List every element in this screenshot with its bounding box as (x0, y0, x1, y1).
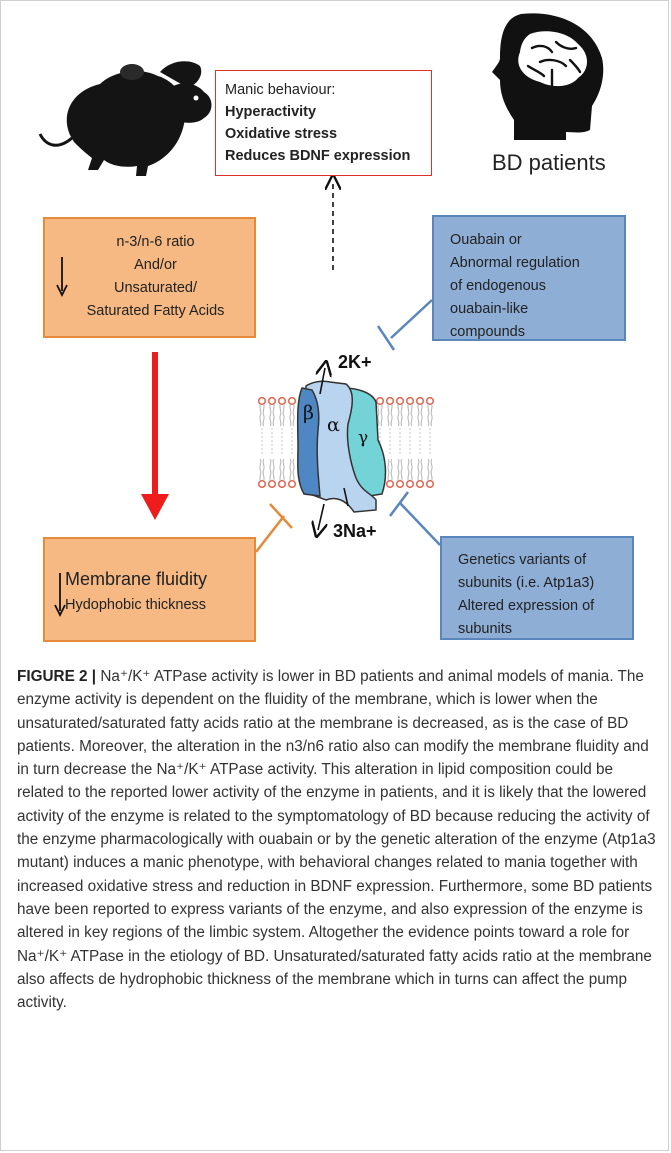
ouabain-line: of endogenous (450, 278, 546, 294)
manic-item: Hyperactivity (225, 104, 317, 120)
bd-patients-label: BD patients (492, 150, 606, 175)
fatty-acid-line: n-3/n-6 ratio (116, 234, 195, 250)
fatty-acid-box: n-3/n-6 ratio And/or Unsaturated/ Satura… (43, 217, 256, 338)
mouse-icon (38, 61, 212, 176)
ouabain-box: Ouabain or Abnormal regulation of endoge… (432, 215, 626, 341)
ouabain-text: Ouabain or Abnormal regulation of endoge… (450, 229, 580, 344)
manic-heading: Manic behaviour: (225, 82, 336, 98)
genetics-line: subunits (458, 621, 513, 637)
manic-item: Oxidative stress (225, 126, 338, 142)
lipid-bilayer (257, 396, 435, 489)
figure-caption: FIGURE 2 | Na⁺/K⁺ ATPase activity is low… (17, 665, 657, 1014)
inhibition-connector-ouabain (376, 299, 433, 351)
alpha-subunit-label: α (327, 414, 340, 436)
down-arrow-icon (54, 573, 66, 617)
membrane-fluidity-box: Membrane fluidity Hydophobic thickness (43, 537, 256, 642)
figure-graphics (38, 13, 604, 553)
inhibition-connector-genetics (389, 491, 441, 546)
gamma-subunit-label: γ (358, 428, 369, 448)
membrane-fluidity-label: Membrane fluidity (65, 569, 208, 589)
genetics-line: Altered expression of (458, 598, 595, 614)
atpase-pump (296, 368, 387, 530)
brain-head-icon (492, 13, 604, 140)
caption-text: Na⁺/K⁺ ATPase activity is lower in BD pa… (17, 668, 656, 1012)
potassium-label: 2K+ (338, 352, 372, 372)
ouabain-line: Abnormal regulation (450, 255, 580, 271)
genetics-line: Genetics variants of (458, 552, 587, 568)
manic-behaviour-box: Manic behaviour: Hyperactivity Oxidative… (215, 70, 432, 176)
ouabain-line: compounds (450, 324, 525, 340)
inhibition-connector-membrane (255, 503, 293, 553)
beta-subunit-label: β (303, 402, 314, 424)
ouabain-line: Ouabain or (450, 232, 522, 248)
manic-item: Reduces BDNF expression (225, 148, 411, 164)
genetics-line: subunits (i.e. Atp1a3) (458, 575, 595, 591)
figure-label: FIGURE 2 | (17, 668, 97, 685)
hydrophobic-thickness-label: Hydophobic thickness (65, 597, 207, 613)
fatty-acid-line: Unsaturated/ (113, 280, 198, 296)
genetics-text: Genetics variants of subunits (i.e. Atp1… (458, 549, 594, 641)
fatty-acid-text: n-3/n-6 ratio And/or Unsaturated/ Satura… (65, 231, 246, 323)
red-arrow (141, 352, 169, 520)
figure-panel: Manic behaviour: Hyperactivity Oxidative… (38, 13, 634, 642)
genetics-box: Genetics variants of subunits (i.e. Atp1… (440, 536, 634, 640)
fatty-acid-line: And/or (134, 257, 177, 273)
down-arrow-icon (56, 257, 68, 297)
sodium-label: 3Na+ (333, 521, 377, 541)
ouabain-line: ouabain-like (450, 301, 529, 317)
fatty-acid-line: Saturated Fatty Acids (86, 303, 225, 319)
